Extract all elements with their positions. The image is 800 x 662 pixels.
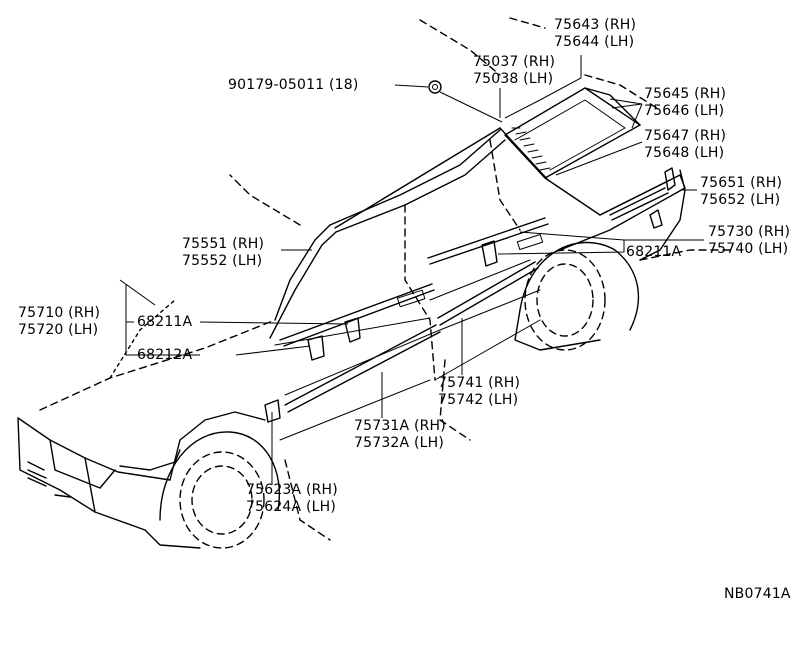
part-number-rh: 75037 (RH) [473, 54, 556, 70]
diagram-code: NB0741A [724, 586, 791, 602]
part-number-rh: 75643 (RH) [554, 17, 637, 33]
part-label-68212a: 68212A [137, 347, 192, 364]
part-number-rh: 75651 (RH) [700, 175, 783, 191]
part-number-rh: 75710 (RH) [18, 305, 101, 321]
part-number-lh: 75648 (LH) [644, 145, 725, 161]
part-label-75731a: 75731A (RH) 75732A (LH) [354, 418, 446, 452]
moulding-strips [264, 127, 676, 423]
part-label-75730: 75730 (RH) 75740 (LH) [708, 224, 790, 258]
part-label-75643: 75643 (RH) 75644 (LH) [554, 17, 636, 51]
part-label-68211a-right: 68211A [626, 244, 681, 261]
part-label-75741: 75741 (RH) 75742 (LH) [438, 375, 520, 409]
leader-lines [119, 55, 704, 485]
part-number-rh: 75645 (RH) [644, 86, 727, 102]
part-number-lh: 75740 (LH) [708, 241, 789, 257]
part-number-lh: 75742 (LH) [438, 392, 519, 408]
part-number-lh: 75652 (LH) [700, 192, 781, 208]
car-body-outline [17, 17, 731, 549]
part-number-lh: 75552 (LH) [182, 253, 263, 269]
part-label-75623a: 75623A (RH) 75624A (LH) [246, 482, 338, 516]
part-number-lh: 75720 (LH) [18, 322, 99, 338]
part-number-lh: 75646 (LH) [644, 103, 725, 119]
clips [307, 80, 663, 361]
part-label-75651: 75651 (RH) 75652 (LH) [700, 175, 782, 209]
part-number: 90179-05011 (18) [228, 77, 359, 93]
part-label-68211a-left: 68211A [137, 314, 192, 331]
part-number-rh: 75741 (RH) [438, 375, 521, 391]
part-label-75037: 75037 (RH) 75038 (LH) [473, 54, 555, 88]
part-label-75710: 75710 (RH) 75720 (LH) [18, 305, 100, 339]
part-label-75647: 75647 (RH) 75648 (LH) [644, 128, 726, 162]
part-number-lh: 75644 (LH) [554, 34, 635, 50]
part-number-rh: 75731A (RH) [354, 418, 446, 434]
part-label-90179: 90179-05011 (18) [228, 77, 359, 94]
part-number: 68211A [626, 244, 682, 260]
part-number-lh: 75038 (LH) [473, 71, 554, 87]
part-label-75551: 75551 (RH) 75552 (LH) [182, 236, 264, 270]
part-number: 68211A [137, 314, 193, 330]
part-number-rh: 75647 (RH) [644, 128, 727, 144]
part-label-75645: 75645 (RH) 75646 (LH) [644, 86, 726, 120]
part-number-lh: 75624A (LH) [246, 499, 337, 515]
part-number-lh: 75732A (LH) [354, 435, 445, 451]
part-number: 68212A [137, 347, 193, 363]
part-number-rh: 75551 (RH) [182, 236, 265, 252]
part-number-rh: 75730 (RH) [708, 224, 791, 240]
part-number-rh: 75623A (RH) [246, 482, 338, 498]
